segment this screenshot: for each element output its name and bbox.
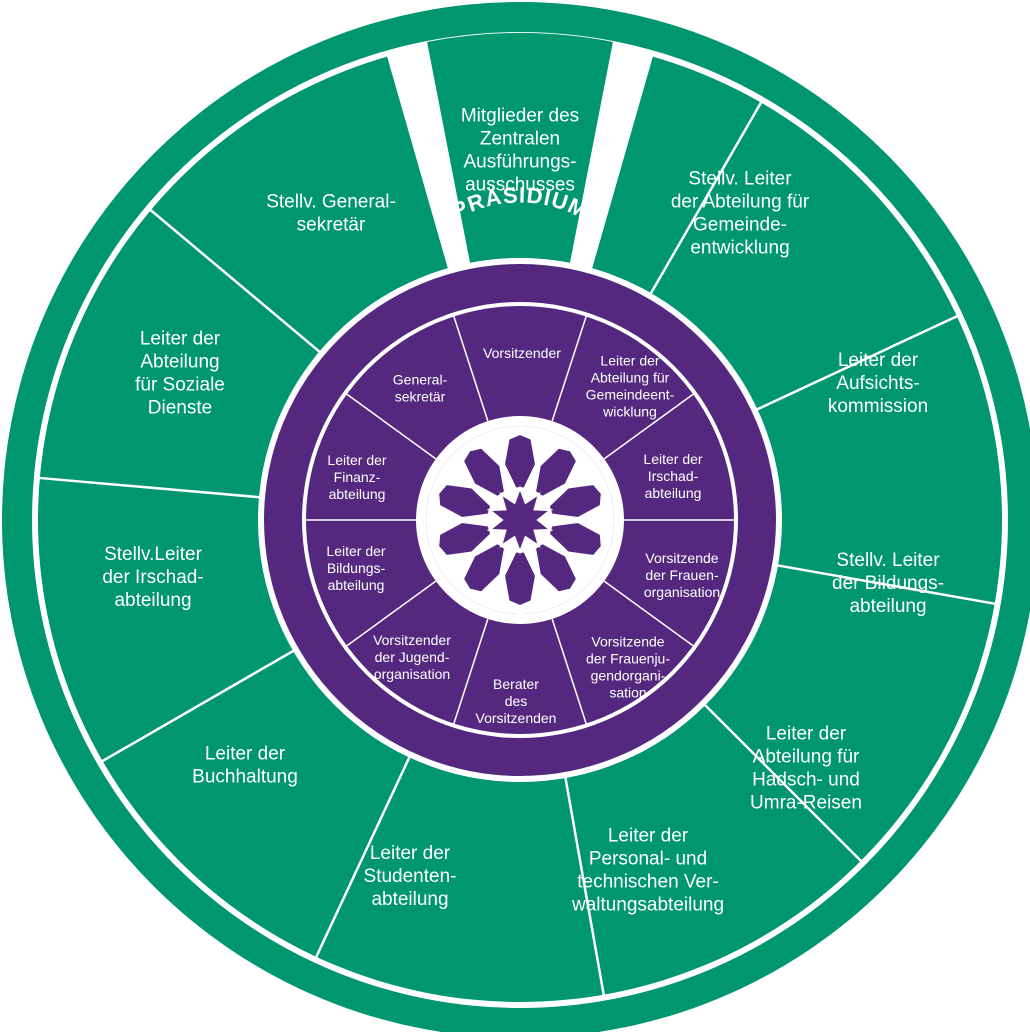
inner-segment-label-line: abteilung bbox=[328, 577, 385, 593]
outer-segment-label-line: sekretär bbox=[297, 215, 366, 236]
inner-segment-label-line: der Frauen- bbox=[645, 567, 718, 583]
inner-segment-label-line: organisation bbox=[374, 666, 450, 682]
outer-segment-label-line: abteilung bbox=[114, 590, 191, 611]
inner-segment-label-line: Irschad- bbox=[648, 468, 699, 484]
outer-segment-label-line: Studenten- bbox=[364, 866, 457, 887]
outer-segment-label-line: technischen Ver- bbox=[577, 872, 719, 893]
outer-segment-label-line: Aufsichts- bbox=[836, 373, 919, 394]
outer-segment-label-line: kommission bbox=[828, 396, 928, 417]
outer-segment-label-line: abteilung bbox=[849, 596, 926, 617]
inner-segment-label-line: abteilung bbox=[329, 486, 386, 502]
inner-segment-label-line: abteilung bbox=[645, 485, 702, 501]
outer-segment-label-line: abteilung bbox=[371, 889, 448, 910]
outer-segment-label-line: entwicklung bbox=[690, 238, 789, 259]
inner-segment-label-line: Leiter der bbox=[600, 353, 659, 369]
inner-segment-label-line: Leiter der bbox=[326, 543, 385, 559]
outer-segment-label-line: der Abteilung für bbox=[671, 192, 810, 213]
inner-segment-label-line: organisation bbox=[644, 584, 720, 600]
outer-segment-label-line: der Irschad- bbox=[102, 567, 203, 588]
inner-segment-label-line: der Frauenju- bbox=[586, 651, 670, 667]
inner-segment-label-line: Berater bbox=[493, 676, 539, 692]
inner-segment-label-line: Leiter der bbox=[643, 451, 702, 467]
inner-segment-label: Vorsitzender bbox=[483, 345, 561, 361]
inner-segment-label-line: gendorgani- bbox=[591, 668, 666, 684]
inner-segment-label-line: General- bbox=[393, 372, 448, 388]
inner-segment-label-line: Vorsitzende bbox=[645, 550, 718, 566]
inner-segment-label-line: sation bbox=[609, 685, 646, 701]
outer-segment-label-line: Buchhaltung bbox=[192, 767, 298, 788]
top-segment-label-line: ausschusses bbox=[465, 175, 575, 196]
outer-segment-label-line: Hadsch- und bbox=[752, 770, 860, 791]
inner-segment-label-line: Leiter der bbox=[327, 452, 386, 468]
inner-segment-label-line: Vorsitzende bbox=[591, 634, 664, 650]
inner-segment-label-line: der Jugend- bbox=[375, 649, 450, 665]
outer-segment-label-line: der Bildungs- bbox=[832, 573, 944, 594]
outer-segment-label: Stellv. General-sekretär bbox=[266, 192, 396, 236]
inner-segment-label-line: Vorsitzenden bbox=[476, 710, 557, 726]
outer-segment-label-line: Dienste bbox=[148, 398, 212, 419]
inner-segment-label-line: des bbox=[505, 693, 528, 709]
inner-segment-label-line: Vorsitzender bbox=[373, 632, 451, 648]
inner-segment-label-line: Gemeindeent- bbox=[586, 387, 675, 403]
outer-segment-label-line: Umra-Reisen bbox=[750, 793, 862, 814]
outer-segment-label-line: Leiter der bbox=[205, 744, 286, 765]
inner-segment-label: General-sekretär bbox=[393, 372, 448, 405]
inner-segment-label-line: Bildungs- bbox=[327, 560, 386, 576]
top-segment bbox=[386, 32, 654, 274]
outer-segment-label-line: Stellv. General- bbox=[266, 192, 396, 213]
star-emblem-icon bbox=[426, 426, 614, 614]
outer-segment-label-line: Leiter der bbox=[140, 329, 221, 350]
inner-segment-label-line: Finanz- bbox=[334, 469, 381, 485]
inner-segment-label-line: wicklung bbox=[602, 404, 657, 420]
top-segment-label-line: Mitglieder des bbox=[461, 106, 579, 127]
outer-segment-label-line: Leiter der bbox=[766, 724, 847, 745]
top-segment-label-line: Zentralen bbox=[480, 129, 560, 150]
outer-segment-label-line: waltungsabteilung bbox=[571, 895, 724, 916]
outer-segment-label-line: Leiter der bbox=[838, 350, 919, 371]
inner-segment-label-line: Abteilung für bbox=[591, 370, 670, 386]
outer-segment-label-line: für Soziale bbox=[135, 375, 225, 396]
top-segment-label-line: Ausführungs- bbox=[463, 152, 576, 173]
outer-segment-label-line: Leiter der bbox=[370, 843, 451, 864]
outer-segment-label-line: Stellv. Leiter bbox=[836, 550, 940, 571]
outer-segment-label-line: Leiter der bbox=[608, 826, 689, 847]
outer-segment-label-line: Stellv. Leiter bbox=[688, 169, 792, 190]
inner-segment-label-line: Vorsitzender bbox=[483, 345, 561, 361]
outer-segment-label-line: Abteilung bbox=[140, 352, 219, 373]
outer-segment-label-line: Gemeinde- bbox=[693, 215, 787, 236]
outer-segment-label-line: Personal- und bbox=[589, 849, 707, 870]
inner-segment-label-line: sekretär bbox=[395, 389, 446, 405]
outer-segment-label-line: Stellv.Leiter bbox=[104, 544, 203, 565]
outer-segment-label-line: Abteilung für bbox=[753, 747, 860, 768]
